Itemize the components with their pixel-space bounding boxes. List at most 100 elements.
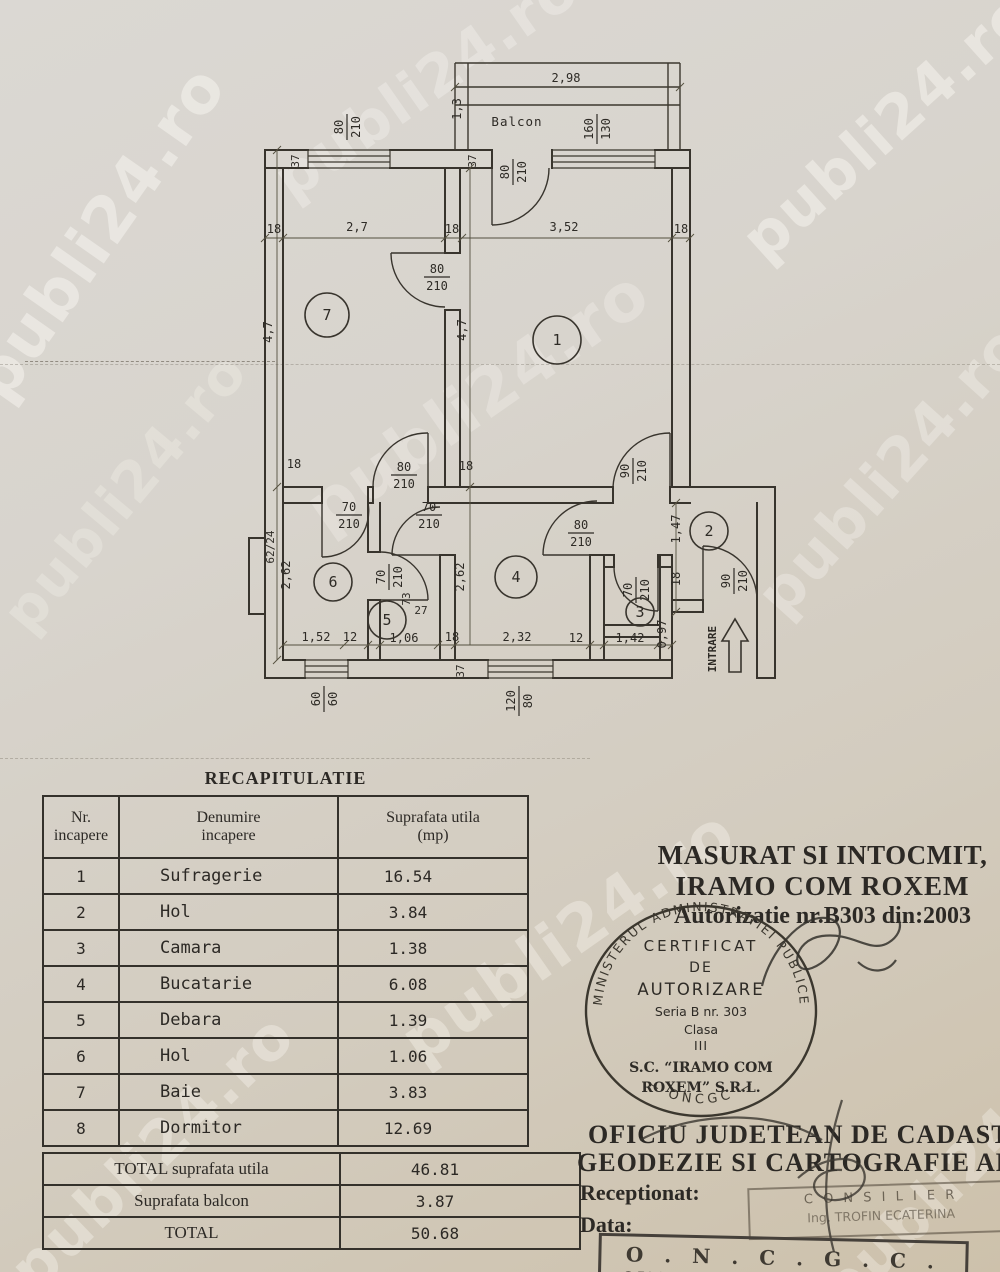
door-arcs (321, 167, 758, 612)
cell-area: 6.08 (337, 965, 529, 1003)
cell-nr: 4 (42, 965, 120, 1003)
dim-label: 12 (569, 631, 583, 645)
dim-frac: 120 (504, 690, 518, 712)
cell-name: Hol (118, 1037, 339, 1075)
stamp-line: Seria B nr. 303 (655, 1004, 747, 1019)
dim-frac: 80 (574, 518, 588, 532)
dim-label: 18 (674, 222, 688, 236)
cell-nr: 2 (42, 893, 120, 931)
dim-label: 1,06 (390, 631, 419, 645)
oncgc-title: O . N . C . G . C . (625, 1242, 942, 1272)
dim-frac: 210 (391, 566, 405, 588)
dim-label: 2,98 (552, 71, 581, 85)
office-line-1: OFICIU JUDETEAN DE CADASTRU, (588, 1120, 1000, 1149)
dim-label: 73 (400, 592, 413, 605)
cell-area: 1.39 (337, 1001, 529, 1039)
room-numbers: 7 1 2 3 4 5 6 (304, 292, 729, 640)
receptionat-label: Receptionat: (580, 1180, 700, 1205)
dim-frac: 70 (374, 570, 388, 584)
entry-arrow-icon (720, 617, 750, 673)
balcony-label: Balcon (491, 114, 542, 129)
dim-frac: 210 (515, 161, 529, 183)
dim-frac: 210 (638, 579, 652, 601)
cell-name: Debara (118, 1001, 339, 1039)
room-number: 6 (328, 573, 337, 591)
cell-name: Hol (118, 893, 339, 931)
dim-label: 37 (466, 154, 479, 167)
cell-name: Baie (118, 1073, 339, 1111)
stamp-line: AUTORIZARE (637, 980, 764, 999)
cell-area: 1.06 (337, 1037, 529, 1075)
signature (760, 916, 902, 987)
dim-frac: 70 (422, 500, 436, 514)
room-number: 7 (322, 306, 331, 324)
dim-label: 1,47 (669, 515, 683, 544)
floor-plan: 2,98 1,3 Balcon 37 37 37 18 2,7 18 3,52 … (248, 62, 776, 716)
dim-label: 3,52 (550, 220, 579, 234)
entry-label: INTRARE (706, 626, 719, 672)
total-label: TOTAL (42, 1216, 341, 1250)
room-number: 1 (552, 331, 561, 349)
dim-frac: 60 (326, 692, 340, 706)
dim-frac: 210 (349, 116, 363, 138)
fold-line (25, 361, 275, 362)
total-label: Suprafata balcon (42, 1184, 341, 1218)
cell-area: 3.83 (337, 1073, 529, 1111)
dim-label: 37 (454, 664, 467, 677)
dim-frac: 80 (430, 262, 444, 276)
dimension-labels: 2,98 1,3 Balcon 37 37 37 18 2,7 18 3,52 … (261, 71, 719, 678)
dim-frac: 160 (582, 118, 596, 140)
cell-area: 1.38 (337, 929, 529, 967)
cell-nr: 8 (42, 1109, 120, 1147)
dim-label: 18 (287, 457, 301, 471)
measured-line-2: IRAMO COM ROXEM (675, 871, 970, 901)
header-suprafata: Suprafata utila(mp) (337, 795, 529, 859)
stamp-line: Clasa (684, 1022, 718, 1037)
stamp-ring (584, 904, 818, 1118)
dim-label: 2,32 (503, 630, 532, 644)
table-title: RECAPITULATIE (204, 768, 367, 788)
total-label: TOTAL suprafata utila (42, 1152, 341, 1186)
fold-line (0, 758, 590, 759)
room-number: 3 (635, 603, 644, 621)
total-value: 46.81 (339, 1152, 581, 1186)
dim-frac: 80 (498, 165, 512, 179)
watermark: publi24.ro (0, 52, 242, 415)
cell-area: 12.69 (337, 1109, 529, 1147)
measured-line-1: MASURAT SI INTOCMIT, (657, 840, 988, 870)
dim-label: 1,42 (616, 631, 645, 645)
cell-nr: 6 (42, 1037, 120, 1075)
dim-label: 0,97 (655, 620, 669, 649)
dim-label: 18 (267, 222, 281, 236)
cell-nr: 3 (42, 929, 120, 967)
dim-label: 2,7 (346, 220, 368, 234)
dim-label: 27 (414, 604, 427, 617)
dim-frac: 70 (342, 500, 356, 514)
dim-label: 2,62 (453, 563, 467, 592)
balcony-outline (454, 62, 681, 150)
dim-frac: 210 (635, 460, 649, 482)
plan-walls (248, 149, 776, 679)
stamp-line: III (694, 1038, 708, 1053)
room-number: 2 (704, 522, 713, 540)
signature-flourish (639, 1099, 866, 1253)
room-number: 5 (382, 611, 391, 629)
dim-label: 18 (459, 459, 473, 473)
dim-label: 4,7 (455, 319, 469, 341)
cell-area: 16.54 (337, 857, 529, 895)
dim-label: 1,52 (302, 630, 331, 644)
fold-line (0, 364, 1000, 365)
